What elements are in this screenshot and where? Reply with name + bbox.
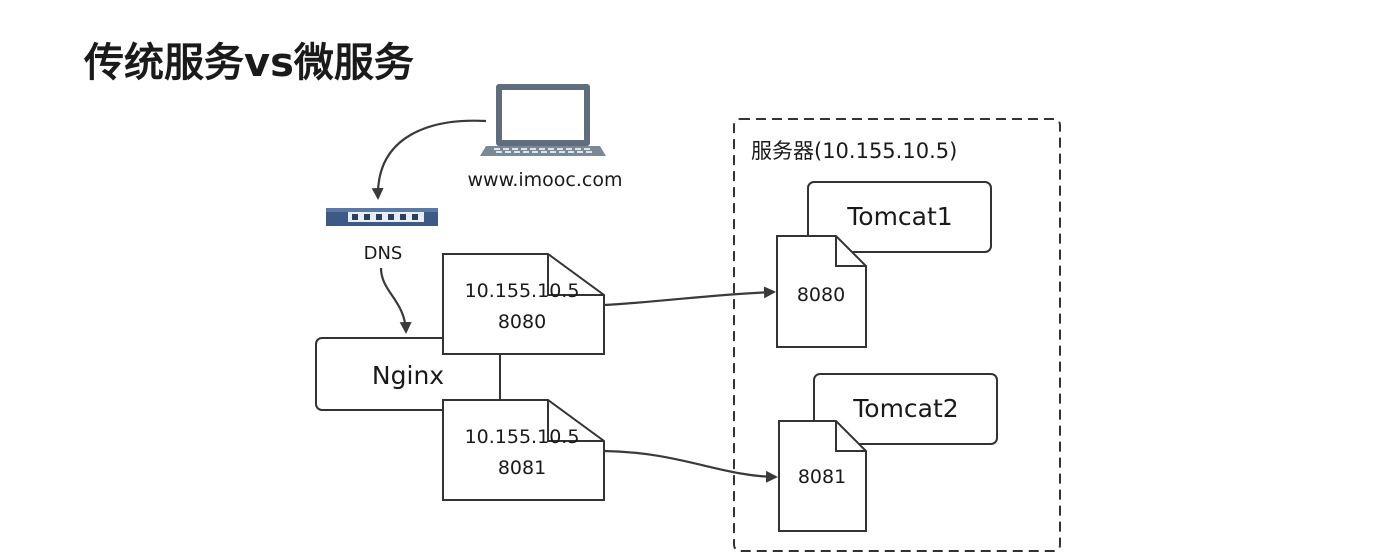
nginx-box bbox=[315, 337, 501, 411]
route-2-ip: 10.155.10.5 bbox=[465, 426, 580, 448]
tomcat2-port-document: 8081 bbox=[778, 420, 867, 532]
tomcat2-label: Tomcat2 bbox=[852, 394, 958, 423]
tomcat2-port: 8081 bbox=[798, 466, 846, 488]
route-2-to-tomcat2-arrow bbox=[603, 449, 778, 483]
tomcat1-box bbox=[807, 181, 992, 253]
route-2-port: 8081 bbox=[498, 457, 546, 479]
laptop-icon bbox=[480, 84, 606, 156]
page-title: 传统服务vs微服务 bbox=[84, 40, 414, 86]
route-document-2: 10.155.10.5 8081 bbox=[442, 399, 605, 501]
route-1-to-tomcat1-arrow bbox=[603, 286, 776, 307]
route-1-ip: 10.155.10.5 bbox=[465, 280, 580, 302]
route-document-1: 10.155.10.5 8080 bbox=[442, 253, 605, 355]
dns-label: DNS bbox=[364, 243, 403, 264]
tomcat1-label: Tomcat1 bbox=[846, 202, 952, 231]
server-boundary bbox=[733, 118, 1061, 552]
nginx-label: Nginx bbox=[372, 361, 444, 390]
tomcat2-box bbox=[813, 373, 998, 445]
route-1-port: 8080 bbox=[498, 311, 546, 333]
tomcat1-port: 8080 bbox=[797, 284, 845, 306]
dns-to-nginx-arrow bbox=[379, 267, 412, 334]
tomcat1-port-document: 8080 bbox=[776, 235, 867, 348]
client-domain-label: www.imooc.com bbox=[467, 169, 622, 191]
server-title: 服务器(10.155.10.5) bbox=[751, 139, 957, 163]
dns-switch-icon bbox=[326, 208, 438, 226]
client-to-dns-arrow bbox=[371, 119, 487, 200]
